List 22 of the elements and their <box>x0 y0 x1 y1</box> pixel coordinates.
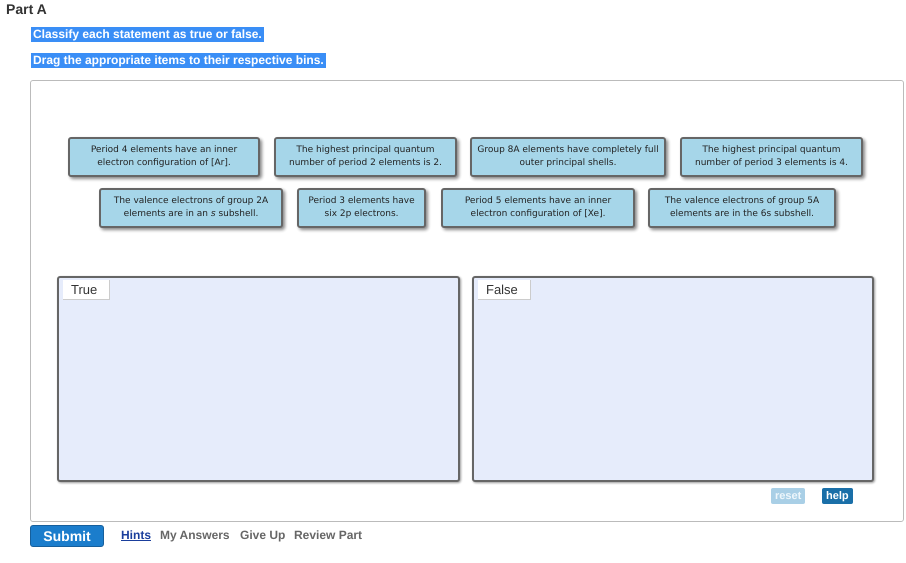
statement-card: The highest principal quantum number of period 2 elements is 2. <box>274 137 457 177</box>
review-part-link: Review Part <box>294 528 362 542</box>
bin-tab: False <box>478 280 531 300</box>
give-up-link: Give Up <box>240 528 286 542</box>
bin-tab: True <box>63 280 110 300</box>
statement-card: Period 5 elements have an inner electron configuration of [Xe]. <box>441 188 635 228</box>
instruction-text: Classify each statement as true or false. <box>31 27 264 42</box>
statement-card: The highest principal quantum number of period 3 elements is 4. <box>680 137 863 177</box>
statement-card: Period 3 elements have six 2p electrons. <box>297 188 426 228</box>
help-button: help <box>822 488 853 504</box>
statement-card: The valence electrons of group 5A elements are in the 6s subshell. <box>648 188 836 228</box>
statement-card: Period 4 elements have an inner electron configuration of [Ar]. <box>68 137 260 177</box>
submit-button: Submit <box>30 525 104 547</box>
statement-card: The valence electrons of group 2A elements are in an s subshell. <box>99 188 283 228</box>
part-heading: Part A <box>6 1 47 17</box>
reset-button: reset <box>771 488 806 504</box>
statement-card: Group 8A elements have completely full outer principal shells. <box>470 137 666 177</box>
instruction-text: Drag the appropriate items to their respective bins. <box>31 53 326 68</box>
hints-link: Hints <box>121 528 151 542</box>
drop-bin <box>472 276 874 482</box>
drop-bin <box>57 276 460 482</box>
my-answers-link: My Answers <box>160 528 230 542</box>
